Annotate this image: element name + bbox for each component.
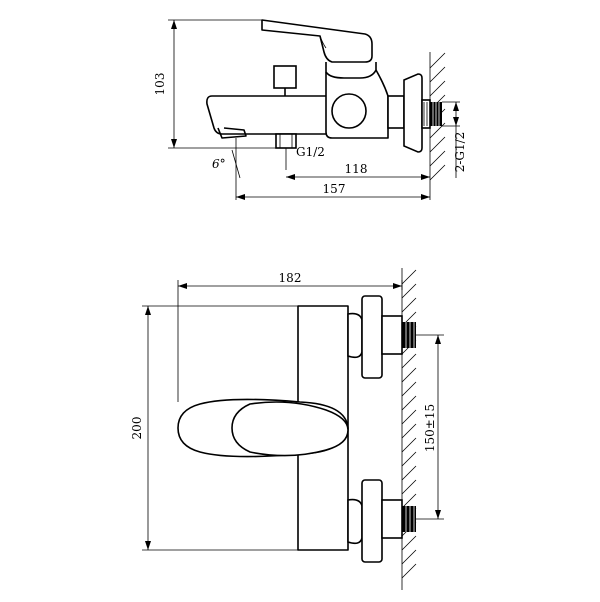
- front-top-flange: [361, 295, 383, 379]
- side-knob: [331, 93, 367, 129]
- side-cartridge: [325, 62, 377, 79]
- front-top-thread: [402, 322, 416, 348]
- dim-front-height: 200: [130, 417, 144, 440]
- side-connector: [387, 95, 405, 129]
- side-diverter-button: [273, 65, 297, 89]
- front-bottom-connector: [347, 498, 363, 545]
- front-bottom-thread: [402, 506, 416, 532]
- dim-side-depth: 157: [323, 182, 346, 196]
- side-body: [325, 69, 389, 139]
- side-thread: [430, 102, 442, 126]
- front-wall: [401, 268, 417, 590]
- front-view: 182 200 150±15: [130, 268, 444, 590]
- front-bottom-flange: [361, 479, 383, 563]
- dim-side-inlet: G1/2: [296, 145, 325, 159]
- dim-side-wall-inlet: 2-G1/2: [453, 132, 467, 173]
- front-top-connector: [347, 312, 363, 359]
- front-cartridge: [231, 401, 349, 457]
- side-flange: [403, 73, 423, 153]
- dim-side-angle: 6°: [212, 157, 226, 171]
- dim-front-center-distance: 150±15: [423, 404, 437, 452]
- side-outlet: [275, 133, 297, 149]
- dim-front-width: 182: [279, 271, 302, 285]
- side-view: 103 G1/2 6° 118 157 2-G1/2: [153, 19, 467, 200]
- front-body: [297, 305, 349, 551]
- side-aerator: [217, 127, 247, 139]
- side-lever: [261, 19, 373, 63]
- dim-side-projection: 118: [345, 162, 368, 176]
- dim-side-height: 103: [153, 73, 167, 96]
